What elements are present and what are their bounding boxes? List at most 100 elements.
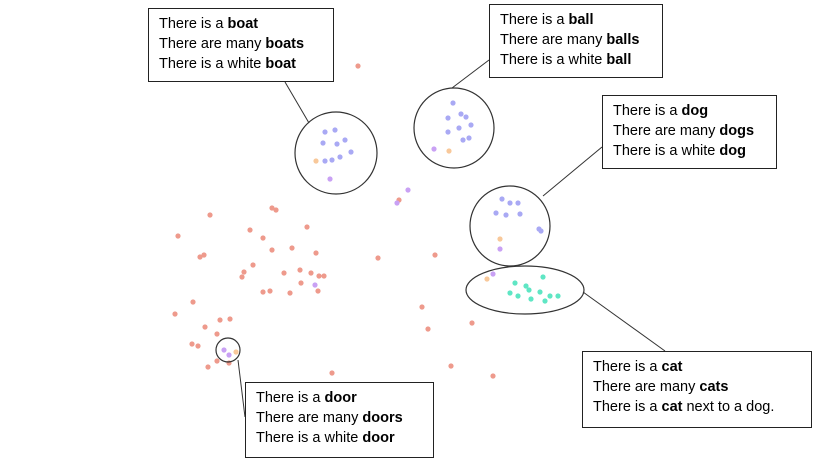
scatter-point-cat xyxy=(523,283,529,289)
scatter-point-cat xyxy=(526,287,532,293)
scatter-point-door xyxy=(221,347,227,353)
scatter-point-noise xyxy=(315,288,321,294)
scatter-point-dog xyxy=(503,212,509,218)
scatter-point-noise xyxy=(172,311,178,317)
scatter-point-ball xyxy=(445,129,451,135)
cat-cluster-outline xyxy=(465,265,585,315)
scatter-point-cat xyxy=(542,298,548,304)
scatter-point-noise xyxy=(214,331,220,337)
scatter-point-noise xyxy=(304,224,310,230)
scatter-point-violet xyxy=(405,187,411,193)
scatter-point-cat xyxy=(540,274,546,280)
scatter-point-noise xyxy=(313,250,319,256)
scatter-point-cat xyxy=(512,280,518,286)
scatter-point-ball xyxy=(460,137,466,143)
scatter-point-dog xyxy=(499,196,505,202)
scatter-point-noise xyxy=(260,235,266,241)
scatter-point-noise xyxy=(214,358,220,364)
scatter-point-orange xyxy=(233,349,239,355)
callout-line: There are many cats xyxy=(593,379,729,395)
scatter-point-orange xyxy=(497,236,503,242)
dog-connector-line xyxy=(542,146,603,197)
scatter-point-violet xyxy=(431,146,437,152)
scatter-point-noise xyxy=(227,316,233,322)
scatter-point-boat xyxy=(337,154,343,160)
callout-line: There is a white boat xyxy=(159,56,296,72)
scatter-point-violet xyxy=(312,282,318,288)
scatter-point-ball xyxy=(450,100,456,106)
callout-line: There is a white dog xyxy=(613,143,746,159)
scatter-point-noise xyxy=(375,255,381,261)
scatter-point-noise xyxy=(195,343,201,349)
scatter-point-noise xyxy=(308,270,314,276)
scatter-point-cat xyxy=(528,296,534,302)
scatter-point-noise xyxy=(321,273,327,279)
scatter-point-noise xyxy=(469,320,475,326)
scatter-point-noise xyxy=(197,254,203,260)
door-cluster-outline xyxy=(215,337,241,363)
boat-cluster-outline xyxy=(294,111,378,195)
callout-cat: There is a cat There are many cats There… xyxy=(582,351,812,428)
callout-line: There are many boats xyxy=(159,36,305,52)
scatter-point-boat xyxy=(322,129,328,135)
dog-cluster-outline xyxy=(469,185,551,267)
scatter-point-noise xyxy=(175,233,181,239)
scatter-point-cat xyxy=(515,293,521,299)
callout-line: There is a boat xyxy=(159,16,259,32)
callout-line: There is a cat xyxy=(593,359,683,375)
callout-connectors xyxy=(237,59,666,418)
ball-cluster-outline xyxy=(413,87,495,169)
embedding-points xyxy=(172,63,561,379)
scatter-point-ball xyxy=(463,114,469,120)
callout-line: There is a ball xyxy=(500,12,594,28)
scatter-point-noise xyxy=(239,274,245,280)
callout-door: There is a door There are many doors The… xyxy=(245,382,434,458)
scatter-point-noise xyxy=(189,341,195,347)
scatter-point-orange xyxy=(313,158,319,164)
scatter-point-cat xyxy=(537,289,543,295)
scatter-point-noise xyxy=(329,370,335,376)
scatter-point-cat xyxy=(507,290,513,296)
scatter-point-noise xyxy=(207,212,213,218)
scatter-point-violet xyxy=(490,271,496,277)
callout-line: There is a white door xyxy=(256,430,395,446)
scatter-point-noise xyxy=(269,247,275,253)
door-connector-line xyxy=(237,359,246,418)
scatter-point-noise xyxy=(432,252,438,258)
scatter-point-noise xyxy=(241,269,247,275)
callout-line: There is a dog xyxy=(613,103,709,119)
ball-connector-line xyxy=(451,59,490,89)
scatter-point-orange xyxy=(484,276,490,282)
scatter-point-orange xyxy=(446,148,452,154)
callout-line: There are many doors xyxy=(256,410,403,426)
scatter-point-noise xyxy=(217,317,223,323)
scatter-point-noise xyxy=(250,262,256,268)
scatter-point-ball xyxy=(468,122,474,128)
scatter-point-noise xyxy=(273,207,279,213)
scatter-point-noise xyxy=(298,280,304,286)
scatter-point-ball xyxy=(456,125,462,131)
scatter-point-noise xyxy=(419,304,425,310)
callout-dog: There is a dog There are many dogs There… xyxy=(602,95,777,169)
boat-connector-line xyxy=(284,81,310,124)
scatter-point-dog xyxy=(493,210,499,216)
scatter-point-door xyxy=(226,352,232,358)
callout-boat: There is a boat There are many boats The… xyxy=(148,8,334,82)
scatter-point-noise xyxy=(490,373,496,379)
scatter-point-violet xyxy=(497,246,503,252)
scatter-point-noise xyxy=(289,245,295,251)
callout-line: There are many balls xyxy=(500,32,640,48)
scatter-point-noise xyxy=(267,288,273,294)
callout-line: There is a cat next to a dog. xyxy=(593,399,775,415)
scatter-point-dog xyxy=(515,200,521,206)
scatter-point-noise xyxy=(247,227,253,233)
scatter-point-cat xyxy=(555,293,561,299)
scatter-point-dog xyxy=(507,200,513,206)
scatter-point-noise xyxy=(190,299,196,305)
scatter-point-violet xyxy=(327,176,333,182)
scatter-point-dog xyxy=(517,211,523,217)
scatter-point-ball xyxy=(445,115,451,121)
callout-line: There are many dogs xyxy=(613,123,755,139)
scatter-point-noise xyxy=(269,205,275,211)
scatter-point-dog xyxy=(538,228,544,234)
